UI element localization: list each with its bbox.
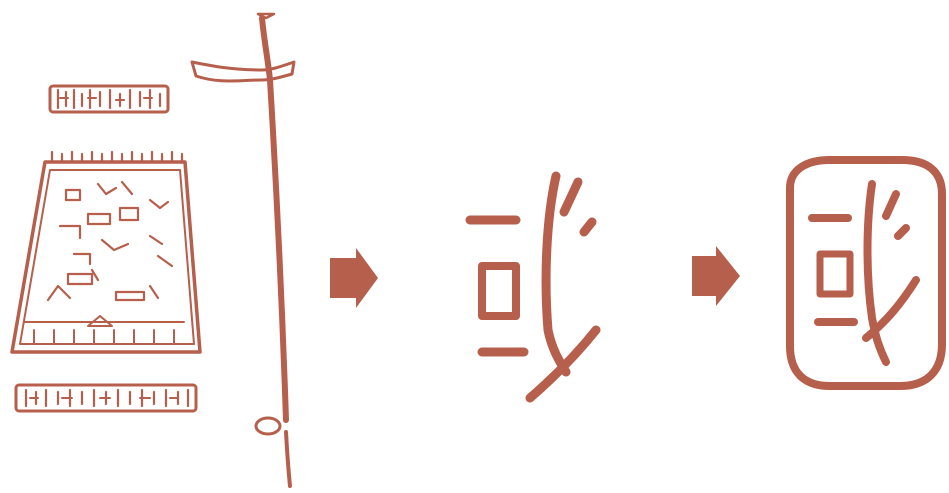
enclosed-guo-glyph xyxy=(790,160,942,386)
top-wall-strip xyxy=(50,86,168,112)
dagger-axe xyxy=(192,14,294,486)
bottom-wall-strip xyxy=(16,385,196,411)
city-enclosure xyxy=(12,152,200,352)
arrow-right-icon xyxy=(330,248,378,308)
early-guo-glyph xyxy=(470,176,596,398)
arrow-right-icon xyxy=(692,246,740,306)
walled-city-pictograph xyxy=(12,14,294,486)
